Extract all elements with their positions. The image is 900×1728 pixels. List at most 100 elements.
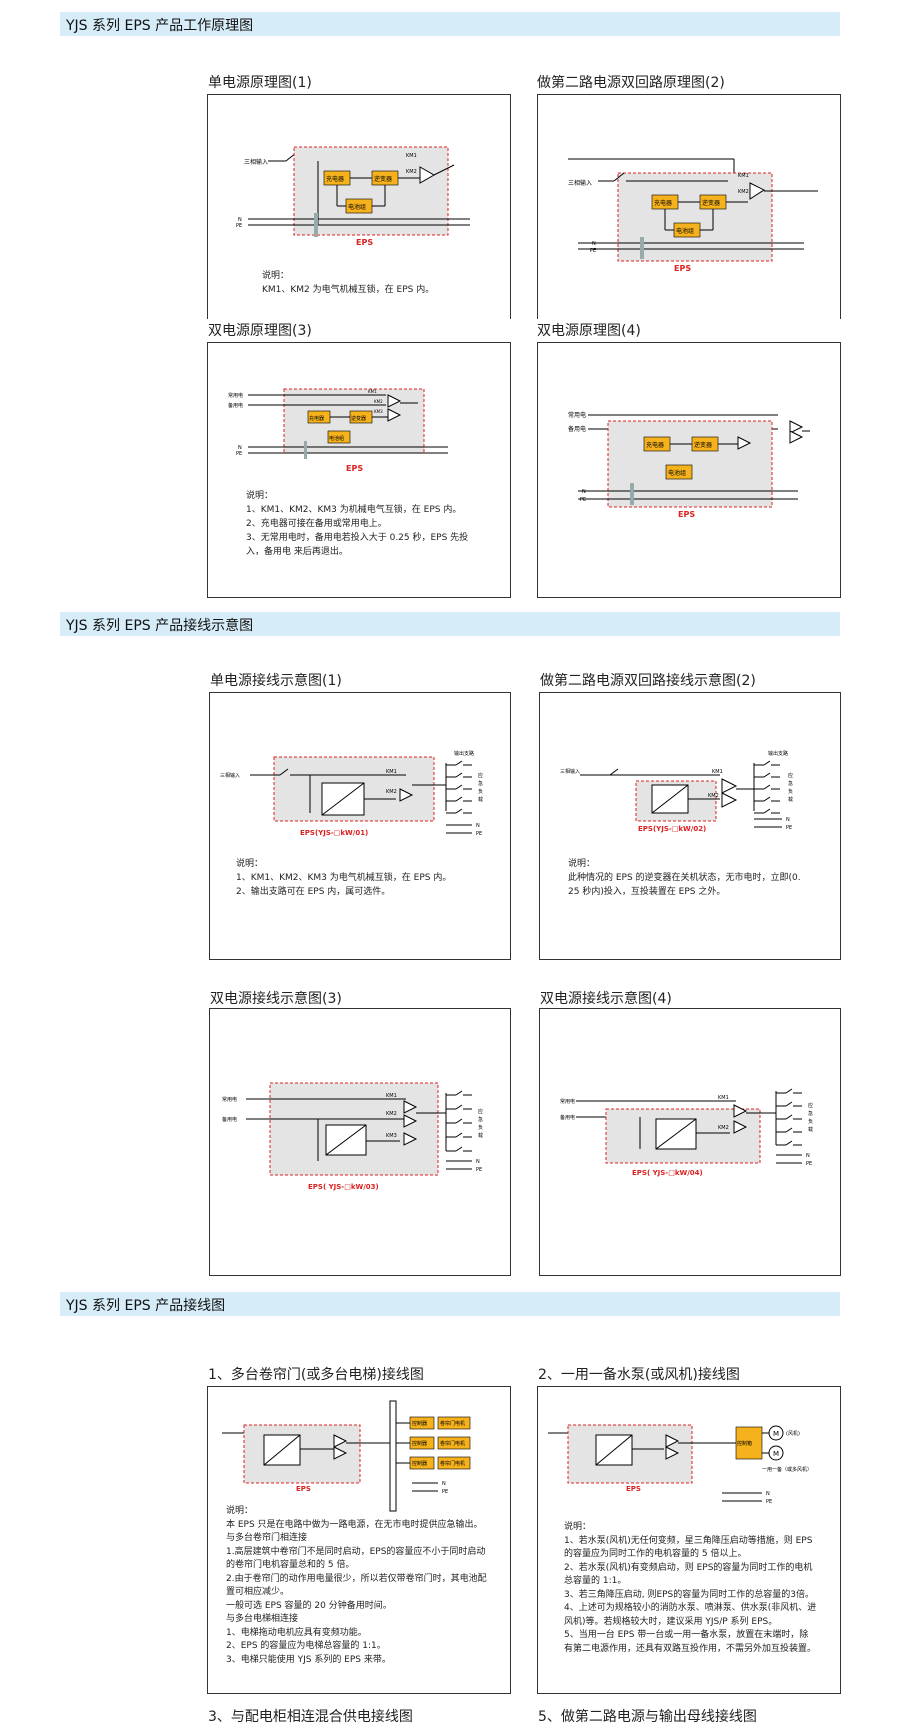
battery-label: 电池组: [676, 227, 694, 235]
branch-switch: [455, 772, 463, 778]
note-line: 1、电梯拖动电机应具有变频功能。: [226, 1627, 367, 1638]
km1-label: KM1: [368, 389, 377, 394]
caption-product-5: 5、做第二路电源与输出母线接线图: [538, 1709, 757, 1725]
note-line: 1、KM1、KM2、KM3 为机械电气互锁，在 EPS 内。: [246, 505, 462, 515]
km1-label: KM1: [406, 153, 417, 159]
caption-wiring-4: 双电源接线示意图(4): [540, 991, 672, 1007]
branch-switch: [785, 1114, 793, 1120]
output-branch-label: 输出支路: [768, 750, 788, 757]
diagram-principle-2: 三相输入 KM1 KM2 充电器 逆变器 电池组 N PE EPS: [537, 94, 841, 319]
km2-label: KM2: [386, 1111, 397, 1117]
note-line: 有第二电源作用，还具有双路互投作用，不需另外加互投装置。: [564, 1643, 817, 1654]
pe-label: PE: [236, 223, 242, 229]
load-char: 应: [808, 1102, 813, 1109]
load-char: 负: [478, 788, 483, 795]
n-label: N: [786, 817, 790, 823]
notes-wiring-2: 说明： 此种情况的 EPS 的逆变器在关机状态，无市电时，立即(0. 25 秒内…: [568, 857, 801, 899]
branch-switch: [785, 1140, 793, 1146]
load-char: 载: [808, 1126, 813, 1133]
note-line: 置可相应减少。: [226, 1587, 290, 1597]
notes-product-2: 说明： 1、若水泵(风机)无任何变频，星三角降压启动等措施，则 EPS 的容量应…: [564, 1521, 816, 1656]
battery-label: 电池组: [668, 469, 686, 477]
branch-switch: [763, 760, 771, 766]
note-line: 3、若三角降压启动, 则EPS的容量为同时工作的总容量的3倍。: [564, 1589, 815, 1600]
main-power-label: 常用电: [560, 1098, 575, 1105]
km3-label: KM3: [386, 1133, 397, 1139]
km2-label: KM2: [718, 1125, 729, 1131]
diagram-principle-4: 常用电 备用电 充电器 逆变器 电池组 N PE EPS: [537, 342, 841, 598]
eps-label: EPS: [356, 238, 373, 247]
eps-label: EPS: [674, 264, 691, 273]
backup-power-label: 备用电: [228, 402, 243, 409]
note-line: 5、当用一台 EPS 带一台或一用一备水泵，放置在末端时，除: [564, 1630, 809, 1640]
km2-label: KM2: [386, 789, 397, 795]
eps-label: EPS: [626, 1485, 641, 1493]
branch-switch: [455, 760, 463, 766]
input-label: 三相输入: [244, 158, 268, 166]
controller-label: 控制器: [412, 1440, 427, 1447]
note-line: 3、电梯只能使用 YJS 系列的 EPS 来带。: [226, 1654, 391, 1665]
backup-power-label: 备用电: [568, 425, 586, 433]
section-band-wiring: YJS 系列 EPS 产品接线示意图: [60, 612, 840, 636]
note-line: KM1、KM2 为电气机械互锁，在 EPS 内。: [262, 285, 435, 295]
note-line: 说明：: [236, 859, 264, 869]
load-char: 载: [478, 1132, 483, 1139]
door-motor-label: 卷帘门电机: [440, 1420, 465, 1427]
branch-switch: [455, 1118, 463, 1124]
door-motor-label: 卷帘门电机: [440, 1460, 465, 1467]
note-line: 入，备用电 来后再退出。: [246, 547, 348, 557]
controller-label: 控制器: [412, 1420, 427, 1427]
note-line: 1、KM1、KM2、KM3 为电气机械互锁，在 EPS 内。: [236, 873, 452, 883]
caption-principle-3: 双电源原理图(3): [208, 323, 312, 339]
note-line: 说明：: [568, 859, 596, 869]
backup-power-label: 备用电: [560, 1114, 575, 1121]
charger-label: 充电器: [309, 415, 324, 422]
pe-label: PE: [806, 1161, 812, 1167]
main-power-label: 常用电: [228, 392, 243, 399]
load-char: 载: [478, 796, 483, 803]
section-title: YJS 系列 EPS 产品工作原理图: [66, 18, 254, 34]
inverter-label: 逆变器: [374, 175, 392, 183]
km1-label: KM1: [738, 173, 749, 179]
inverter-label: 逆变器: [702, 199, 720, 207]
diagram-wiring-2: 三相输入 KM1 KM2 输出支路 应 急 负 载 N PE EPS(YJS-□…: [539, 692, 841, 960]
door-motor-label: 卷帘门电机: [440, 1440, 465, 1447]
pe-label: PE: [476, 1167, 482, 1173]
eps-model-label: EPS( YJS-□kW/03): [308, 1183, 379, 1191]
n-label: N: [238, 217, 242, 223]
load-char: 应: [788, 772, 793, 779]
load-char: 负: [478, 1124, 483, 1131]
motor-label: M: [773, 1450, 779, 1458]
battery-label: 电池组: [348, 203, 366, 211]
note-line: 4、上述可为规格较小的消防水泵、喷淋泵、供水泵(非风机、进: [564, 1603, 817, 1613]
caption-wiring-3: 双电源接线示意图(3): [210, 991, 342, 1007]
branch-switch: [763, 784, 771, 790]
duty-standby-label: 一用一备（或多风机）: [762, 1466, 812, 1473]
branch-switch: [455, 796, 463, 802]
note-line: 25 秒内)投入，互投装置在 EPS 之外。: [568, 887, 726, 897]
pe-label: PE: [786, 825, 792, 831]
note-line: 说明：: [226, 1506, 254, 1516]
note-line: 与多台电梯相连接: [226, 1614, 299, 1624]
load-char: 急: [478, 1116, 483, 1123]
inverter-label: 逆变器: [351, 415, 366, 422]
eps-model-label: EPS( YJS-□kW/04): [632, 1169, 703, 1177]
charger-label: 充电器: [326, 175, 344, 183]
note-line: 一般可选 EPS 容量的 20 分钟备用时间。: [226, 1600, 392, 1611]
load-char: 应: [478, 1108, 483, 1115]
eps-label: EPS: [346, 464, 363, 473]
note-line: 总容量的 1:1。: [564, 1576, 627, 1586]
diagram-wiring-1: 三相输入 KM1 KM2 输出支路 应 急 负 载 N PE EPS(YJS-□…: [209, 692, 511, 960]
load-char: 应: [478, 772, 483, 779]
n-label: N: [766, 1491, 770, 1497]
load-char: 负: [788, 788, 793, 795]
output-branch-label: 输出支路: [454, 750, 474, 757]
diagram-wiring-3: 常用电 备用电 KM1 KM2 KM3 应 急 负 载 N PE EPS( YJ…: [209, 1008, 511, 1276]
note-line: 说明：: [564, 1522, 592, 1532]
n-label: N: [476, 823, 480, 829]
branch-switch: [455, 1132, 463, 1138]
n-label: N: [592, 241, 596, 247]
km1-label: KM1: [712, 769, 723, 775]
pe-label: PE: [590, 248, 596, 254]
branch-switch: [785, 1127, 793, 1133]
